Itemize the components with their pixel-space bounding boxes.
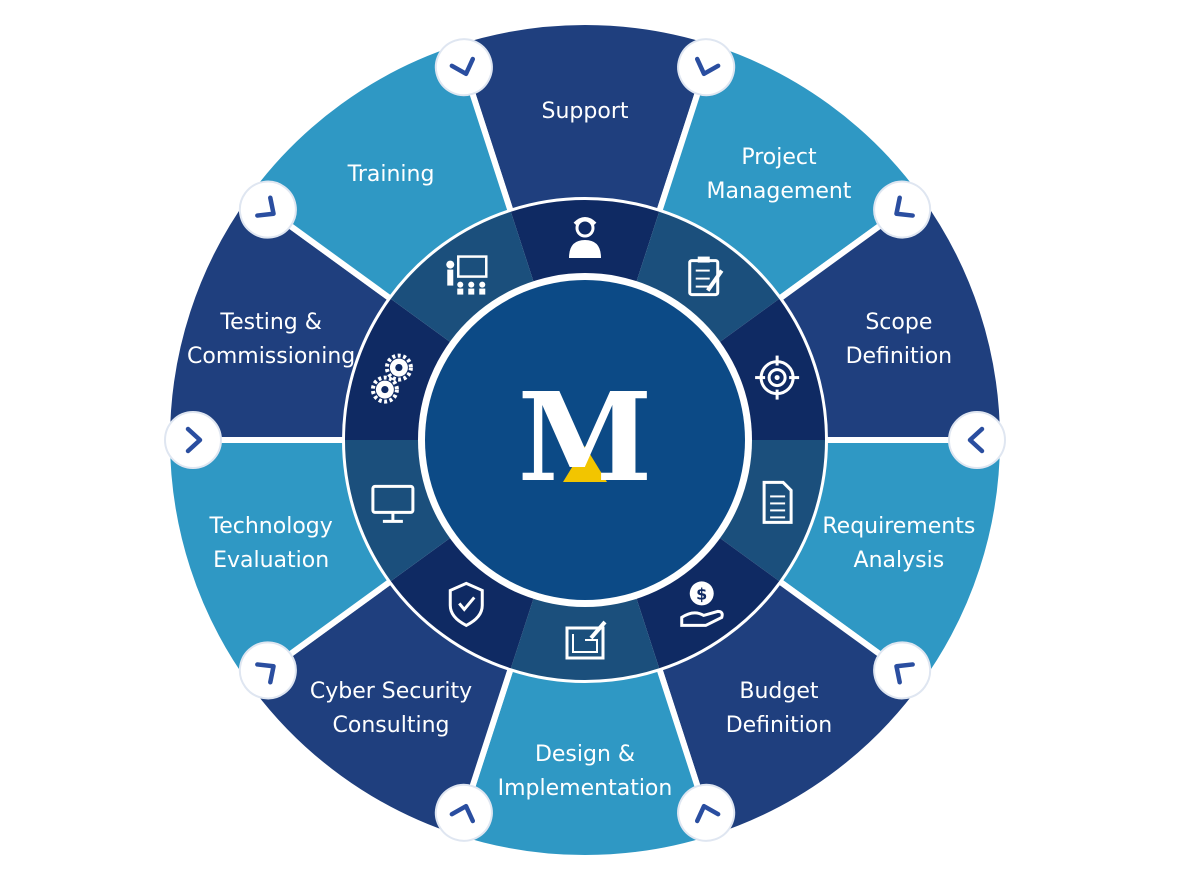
label-line-requirements-analysis: Analysis bbox=[854, 548, 945, 573]
gears-icon bbox=[370, 353, 413, 404]
label-training: Training bbox=[347, 162, 435, 187]
chevron-icon bbox=[948, 411, 1006, 469]
label-line-cyber-security-consulting: Consulting bbox=[333, 713, 450, 738]
label-line-requirements-analysis: Requirements bbox=[822, 514, 975, 539]
label-line-support: Support bbox=[542, 99, 629, 124]
blueprint-icon bbox=[565, 620, 607, 660]
inner-segment-cyber-security-consulting bbox=[390, 536, 535, 669]
label-line-cyber-security-consulting: Cyber Security bbox=[310, 679, 472, 704]
center-hub: M bbox=[418, 273, 752, 607]
label-line-technology-evaluation: Evaluation bbox=[213, 548, 329, 573]
chevron-icon bbox=[238, 641, 297, 700]
label-design-implementation: Design & Implementation bbox=[498, 742, 673, 801]
chevron-icon bbox=[434, 783, 493, 842]
document-icon bbox=[762, 480, 793, 524]
chevron-icon bbox=[873, 641, 932, 700]
label-line-design-implementation: Design & bbox=[535, 742, 635, 767]
presentation-icon bbox=[446, 255, 488, 295]
label-line-budget-definition: Budget bbox=[739, 679, 819, 704]
chevron-icon bbox=[238, 180, 297, 239]
person-icon bbox=[569, 217, 601, 258]
inner-segment-design-implementation bbox=[510, 596, 660, 680]
label-support: Support bbox=[542, 99, 629, 124]
inner-segment-technology-evaluation bbox=[345, 440, 452, 582]
label-line-scope-definition: Definition bbox=[846, 344, 953, 369]
chevron-icon bbox=[434, 38, 493, 97]
svg-text:$: $ bbox=[696, 584, 707, 603]
clipboard-icon bbox=[688, 256, 724, 297]
chevron-icon bbox=[677, 38, 736, 97]
label-line-testing-commissioning: Testing & bbox=[219, 310, 322, 335]
label-line-testing-commissioning: Commissioning bbox=[187, 344, 355, 369]
inner-segment-scope-definition bbox=[718, 298, 825, 440]
logo-letter: M bbox=[517, 365, 652, 509]
chevron-icon bbox=[677, 783, 736, 842]
label-line-technology-evaluation: Technology bbox=[209, 514, 333, 539]
money-hand-icon: $ bbox=[680, 581, 724, 627]
label-line-design-implementation: Implementation bbox=[498, 776, 673, 801]
label-line-training: Training bbox=[347, 162, 435, 187]
logo-icon: M bbox=[517, 365, 652, 509]
label-line-budget-definition: Definition bbox=[726, 713, 833, 738]
chevron-icon bbox=[873, 180, 932, 239]
shield-check-icon bbox=[448, 581, 484, 628]
icons-layer: $ bbox=[370, 217, 800, 660]
hub-circle bbox=[425, 280, 745, 600]
monitor-icon bbox=[371, 484, 415, 523]
segments-layer bbox=[163, 19, 1007, 861]
label-testing-commissioning: Testing & Commissioning bbox=[187, 310, 355, 369]
label-line-project-management: Project bbox=[741, 145, 817, 170]
connectors-layer bbox=[164, 38, 1006, 842]
chevron-icon bbox=[164, 411, 222, 469]
inner-segment-project-management bbox=[635, 211, 780, 344]
label-line-project-management: Management bbox=[707, 179, 852, 204]
label-line-scope-definition: Scope bbox=[865, 310, 932, 335]
target-icon bbox=[755, 355, 800, 400]
